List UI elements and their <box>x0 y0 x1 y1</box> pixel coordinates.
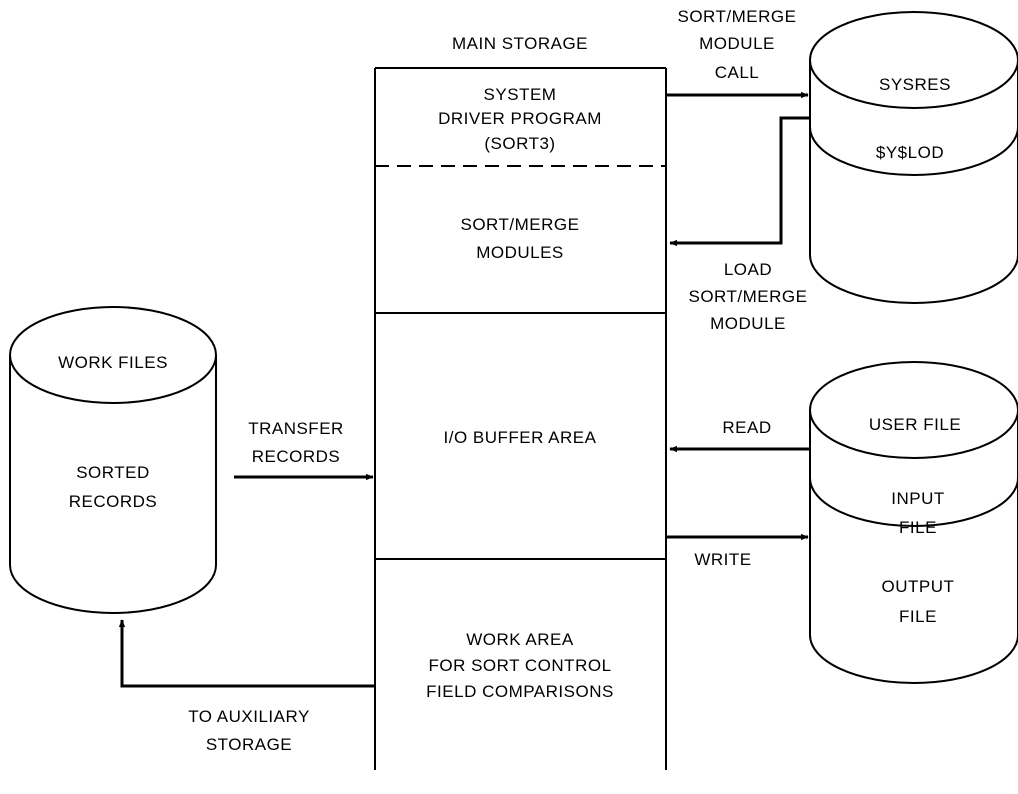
driver-label-line-3: (SORT3) <box>484 134 555 153</box>
work-files-disk: WORK FILES SORTED RECORDS <box>9 306 217 614</box>
load-module-arrow <box>669 116 810 247</box>
io-buffer-area: I/O BUFFER AREA <box>444 428 597 447</box>
sysres-library: $Y$LOD <box>876 143 944 162</box>
driver-label-line-2: DRIVER PROGRAM <box>438 109 602 128</box>
aux-line-1: TO AUXILIARY <box>188 707 310 726</box>
load-module-label: LOAD SORT/MERGE MODULE <box>689 260 808 333</box>
system-driver-program: SYSTEM DRIVER PROGRAM (SORT3) <box>438 85 602 153</box>
modules-label-line-2: MODULES <box>476 243 564 262</box>
sysres-title: SYSRES <box>879 75 951 94</box>
sort-merge-modules: SORT/MERGE MODULES <box>461 215 580 262</box>
sorted-records-line-2: RECORDS <box>69 492 158 511</box>
auxiliary-storage-label: TO AUXILIARY STORAGE <box>188 707 310 754</box>
input-file-line-1: INPUT <box>891 489 945 508</box>
module-call-line-1: SORT/MERGE <box>678 7 797 26</box>
work-files-title: WORK FILES <box>58 353 168 372</box>
modules-label-line-1: SORT/MERGE <box>461 215 580 234</box>
input-file-line-2: FILE <box>899 518 937 537</box>
module-call-line-2: MODULE <box>699 34 775 53</box>
load-module-line-2: SORT/MERGE <box>689 287 808 306</box>
main-storage: MAIN STORAGE SYSTEM DRIVER PROGRAM (SORT… <box>374 34 667 770</box>
load-module-line-1: LOAD <box>724 260 772 279</box>
load-module-line-3: MODULE <box>710 314 786 333</box>
transfer-line-1: TRANSFER <box>248 419 344 438</box>
aux-line-2: STORAGE <box>206 735 292 754</box>
work-area-line-2: FOR SORT CONTROL <box>428 656 611 675</box>
transfer-line-2: RECORDS <box>252 447 341 466</box>
main-storage-title: MAIN STORAGE <box>452 34 588 53</box>
work-area-line-1: WORK AREA <box>466 630 574 649</box>
transfer-records-label: TRANSFER RECORDS <box>248 419 344 466</box>
to-auxiliary-storage-arrow <box>118 619 375 688</box>
module-call-line-3: CALL <box>715 63 760 82</box>
sysres-disk: SYSRES $Y$LOD <box>809 11 1018 304</box>
driver-label-line-1: SYSTEM <box>484 85 557 104</box>
output-file-line-2: FILE <box>899 607 937 626</box>
output-file-line-1: OUTPUT <box>882 577 955 596</box>
user-file-disk: USER FILE INPUT FILE OUTPUT FILE <box>809 361 1018 684</box>
module-call-label: SORT/MERGE MODULE CALL <box>678 7 797 82</box>
read-label: READ <box>722 418 771 437</box>
user-file-title: USER FILE <box>869 415 961 434</box>
write-label: WRITE <box>694 550 751 569</box>
sorted-records-line-1: SORTED <box>76 463 150 482</box>
work-area: WORK AREA FOR SORT CONTROL FIELD COMPARI… <box>426 630 614 701</box>
work-area-line-3: FIELD COMPARISONS <box>426 682 614 701</box>
